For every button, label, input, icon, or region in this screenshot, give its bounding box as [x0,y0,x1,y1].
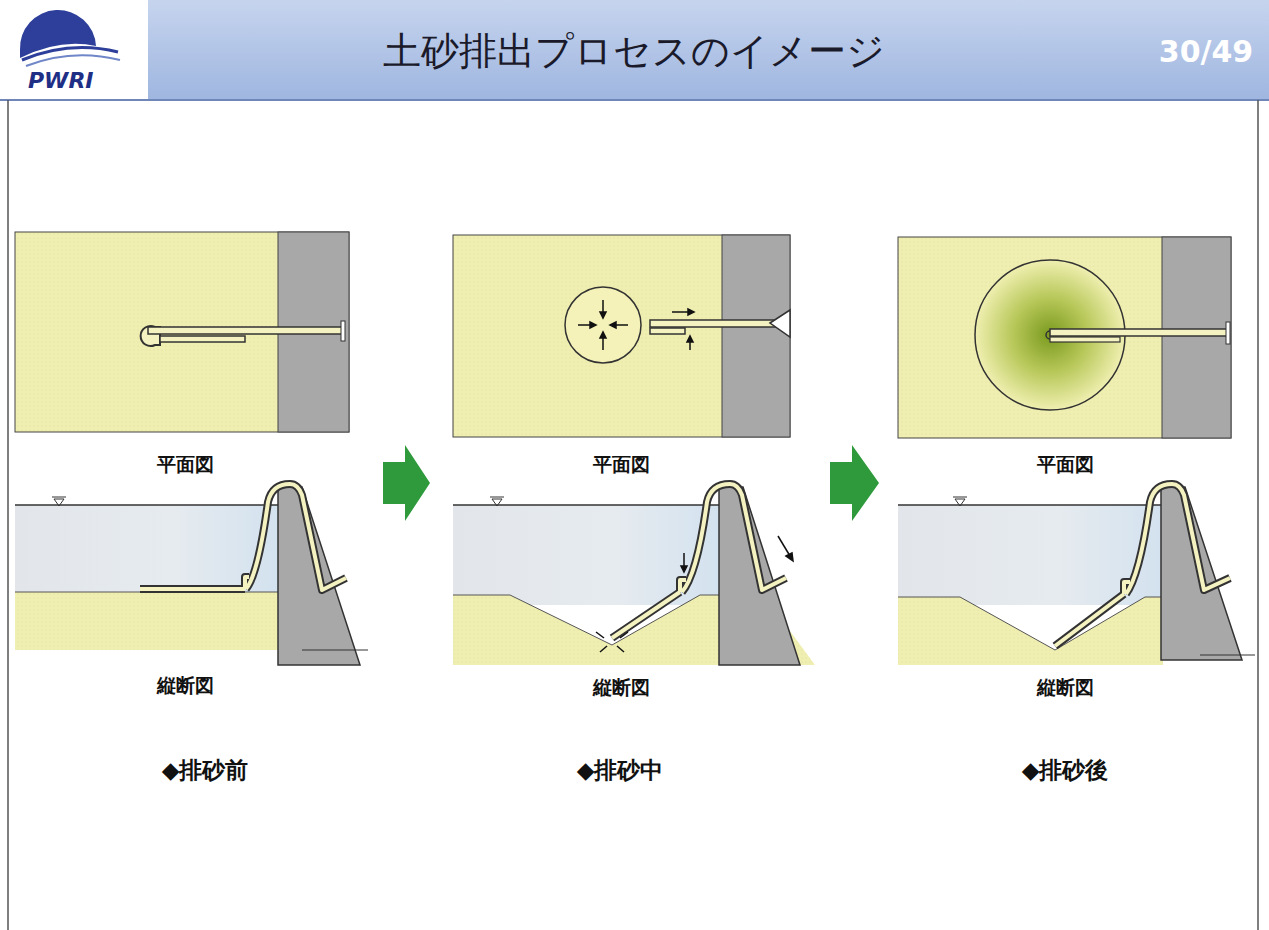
view-label: 平面図 [157,452,214,478]
view-label: 平面図 [593,452,650,478]
stage-label: ◆排砂前 [162,755,249,786]
stage-label: ◆排砂中 [577,755,664,786]
view-label: 縦断図 [157,673,214,699]
view-label: 縦断図 [1037,675,1094,701]
logo-text: PWRI [28,68,94,93]
stage-label: ◆排砂後 [1022,755,1109,786]
page-number: 30/49 [1159,34,1253,69]
view-label: 縦断図 [593,675,650,701]
view-label: 平面図 [1037,452,1094,478]
slide-title: 土砂排出プロセスのイメージ [383,26,885,77]
